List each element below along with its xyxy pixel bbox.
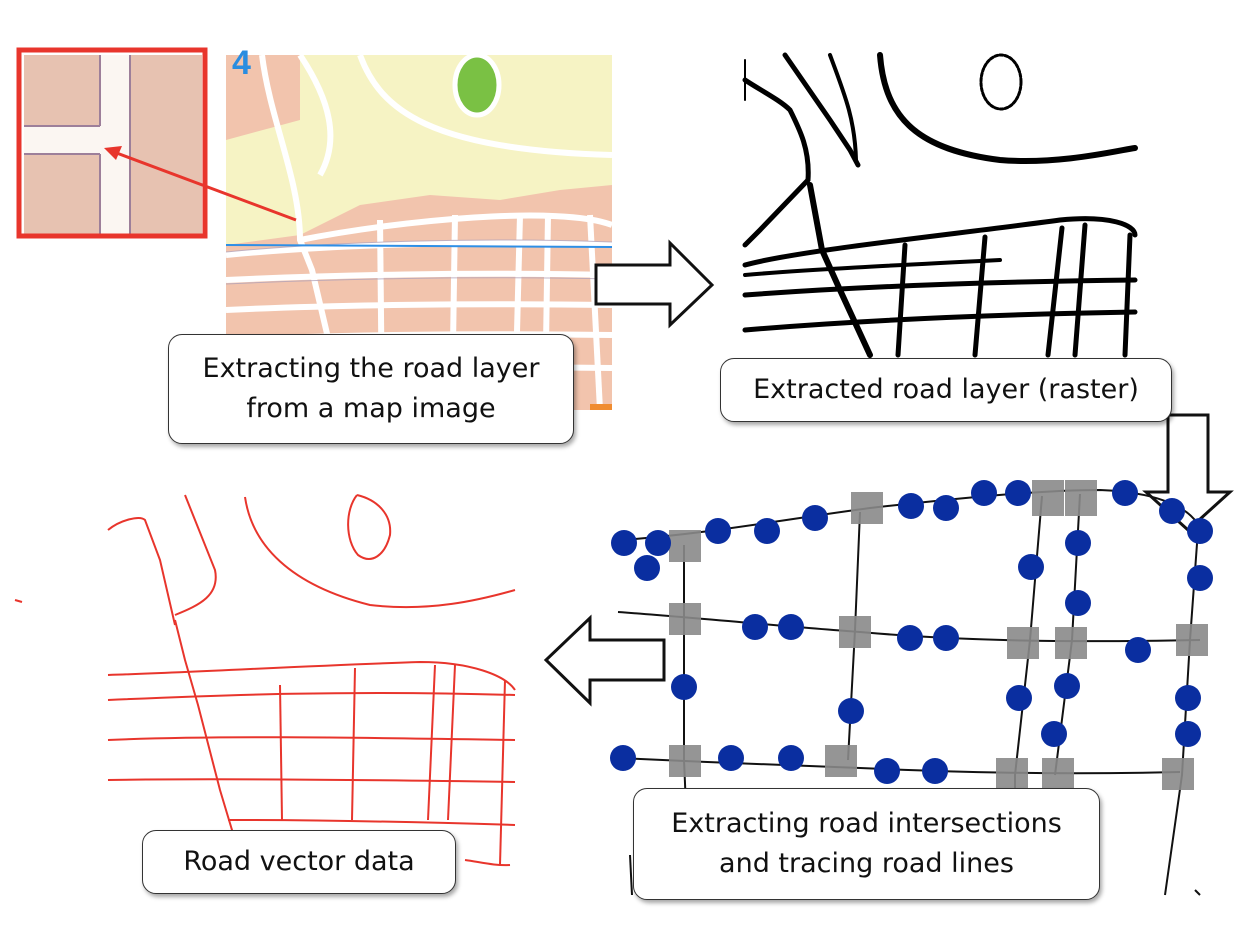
vector-road-panel [14,494,516,867]
map-badge: 4 [232,44,251,82]
park-shape [452,55,502,118]
highlight-box [16,47,208,239]
intersection-panel [610,480,1213,901]
step2-label: Extracted road layer (raster) [753,374,1139,405]
step4-callout: Road vector data [142,830,456,894]
zoom-inset [16,47,208,239]
step3-line1: Extracting road intersections [671,808,1062,839]
step4-label: Road vector data [183,846,415,877]
zoom-pointer-arrow [104,146,297,222]
step3-line2: and tracing road lines [719,848,1014,879]
arrow-left [543,614,666,707]
step1-callout: Extracting the road layer from a map ima… [168,334,574,444]
step1-line2: from a map image [246,393,496,424]
raster-road-panel [742,52,1138,358]
step3-callout: Extracting road intersections and tracin… [633,788,1100,900]
scan-line [226,244,612,248]
arrow-right [594,239,715,329]
step2-callout: Extracted road layer (raster) [720,358,1172,422]
step1-line1: Extracting the road layer [202,353,540,384]
